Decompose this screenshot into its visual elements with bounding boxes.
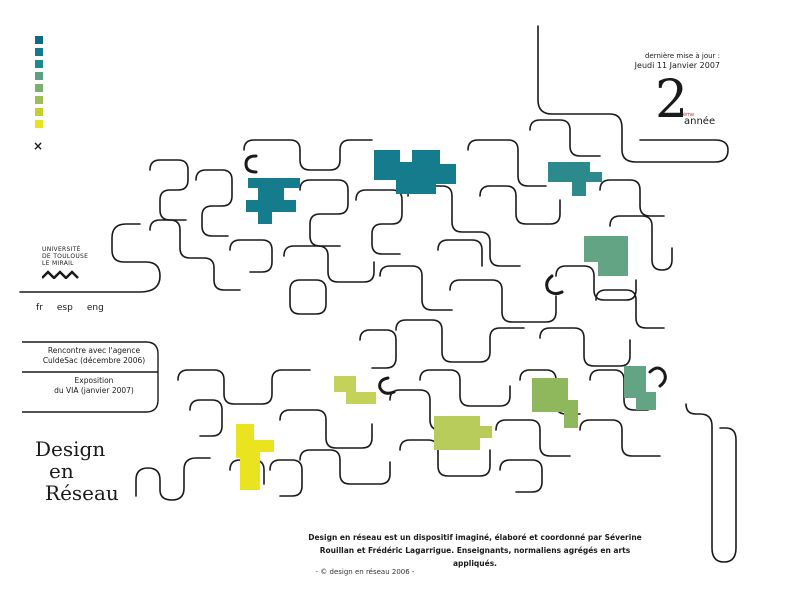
last-update: dernière mise à jour : Jeudi 11 Janvier … [600, 52, 720, 70]
news-box-frame [22, 341, 159, 413]
brand-cap-d: D [35, 437, 52, 461]
blob-teal-top [374, 150, 456, 194]
language-switcher: fr esp eng [36, 303, 118, 313]
blob-green-mid [532, 378, 578, 428]
blob-teal-left [246, 178, 300, 224]
blob-mint-right [584, 236, 628, 276]
news-item-2-line-1: Exposition [74, 376, 114, 385]
last-update-date: Jeudi 11 Janvier 2007 [634, 61, 720, 70]
news-item-1-line-2: CuldeSac (décembre 2006) [42, 356, 146, 365]
year-number: 2 [655, 70, 689, 130]
maze-curls [244, 154, 667, 395]
news-item-1-line-1: Rencontre avec l'agence [47, 346, 141, 355]
maze-line-top-vertical [537, 25, 729, 163]
blob-mint-top [548, 162, 602, 196]
footer-credits: Design en réseau est un dispositif imagi… [300, 531, 650, 570]
swatch-1[interactable] [35, 36, 43, 44]
color-swatch-nav [35, 36, 43, 132]
blob-lime-left [334, 376, 376, 404]
year-superscript: ème [683, 112, 695, 118]
swatch-8[interactable] [35, 120, 43, 128]
maze-cluster-upper [149, 119, 673, 315]
swatch-7[interactable] [35, 108, 43, 116]
news-item-via[interactable]: Exposition du VIA (janvier 2007) [30, 376, 158, 396]
swatch-2[interactable] [35, 48, 43, 56]
footer-line-2: Rouillan et Frédéric Lagarrigue. Enseign… [319, 546, 631, 568]
blob-green-right [624, 366, 656, 410]
footer-line-1: Design en réseau est un dispositif imagi… [308, 533, 642, 542]
swatch-5[interactable] [35, 84, 43, 92]
brand-line-1: esign [51, 437, 106, 461]
swatch-6[interactable] [35, 96, 43, 104]
brand-logotype[interactable]: Design en Réseau [35, 438, 119, 504]
logo-line-2: DE TOULOUSE [42, 253, 89, 260]
brand-cap-r: R [45, 481, 61, 505]
lang-esp[interactable]: esp [56, 303, 73, 313]
maze-color-blobs [236, 150, 656, 490]
logo-line-1: UNIVERSITÉ [42, 246, 81, 253]
copyright: - © design en réseau 2006 - [315, 568, 415, 576]
mirail-zigzag-icon [42, 270, 79, 279]
blob-yellow [236, 424, 274, 490]
news-item-2-line-2: du VIA (janvier 2007) [54, 386, 134, 395]
university-logo[interactable]: UNIVERSITÉ DE TOULOUSE LE MIRAIL [42, 246, 94, 279]
blob-lime-mid [434, 416, 492, 450]
maze-line-left-horizontal [19, 223, 161, 293]
swatch-3[interactable] [35, 60, 43, 68]
maze-line-bottom-left [135, 457, 211, 501]
lang-eng[interactable]: eng [86, 303, 104, 313]
lang-fr[interactable]: fr [36, 303, 43, 313]
logo-line-3: LE MIRAIL [42, 260, 74, 267]
brand-line-2: en [49, 459, 74, 483]
maze-line-right-vertical [685, 403, 737, 563]
news-item-culdesac[interactable]: Rencontre avec l'agence CuldeSac (décemb… [30, 346, 158, 366]
news-box: Rencontre avec l'agence CuldeSac (décemb… [22, 340, 159, 413]
swatch-4[interactable] [35, 72, 43, 80]
year-word: année [684, 116, 716, 127]
maze-cluster-middle [359, 279, 665, 415]
last-update-label: dernière mise à jour : [644, 52, 720, 60]
brand-line-3: éseau [60, 481, 119, 505]
close-icon[interactable]: × [33, 139, 44, 153]
